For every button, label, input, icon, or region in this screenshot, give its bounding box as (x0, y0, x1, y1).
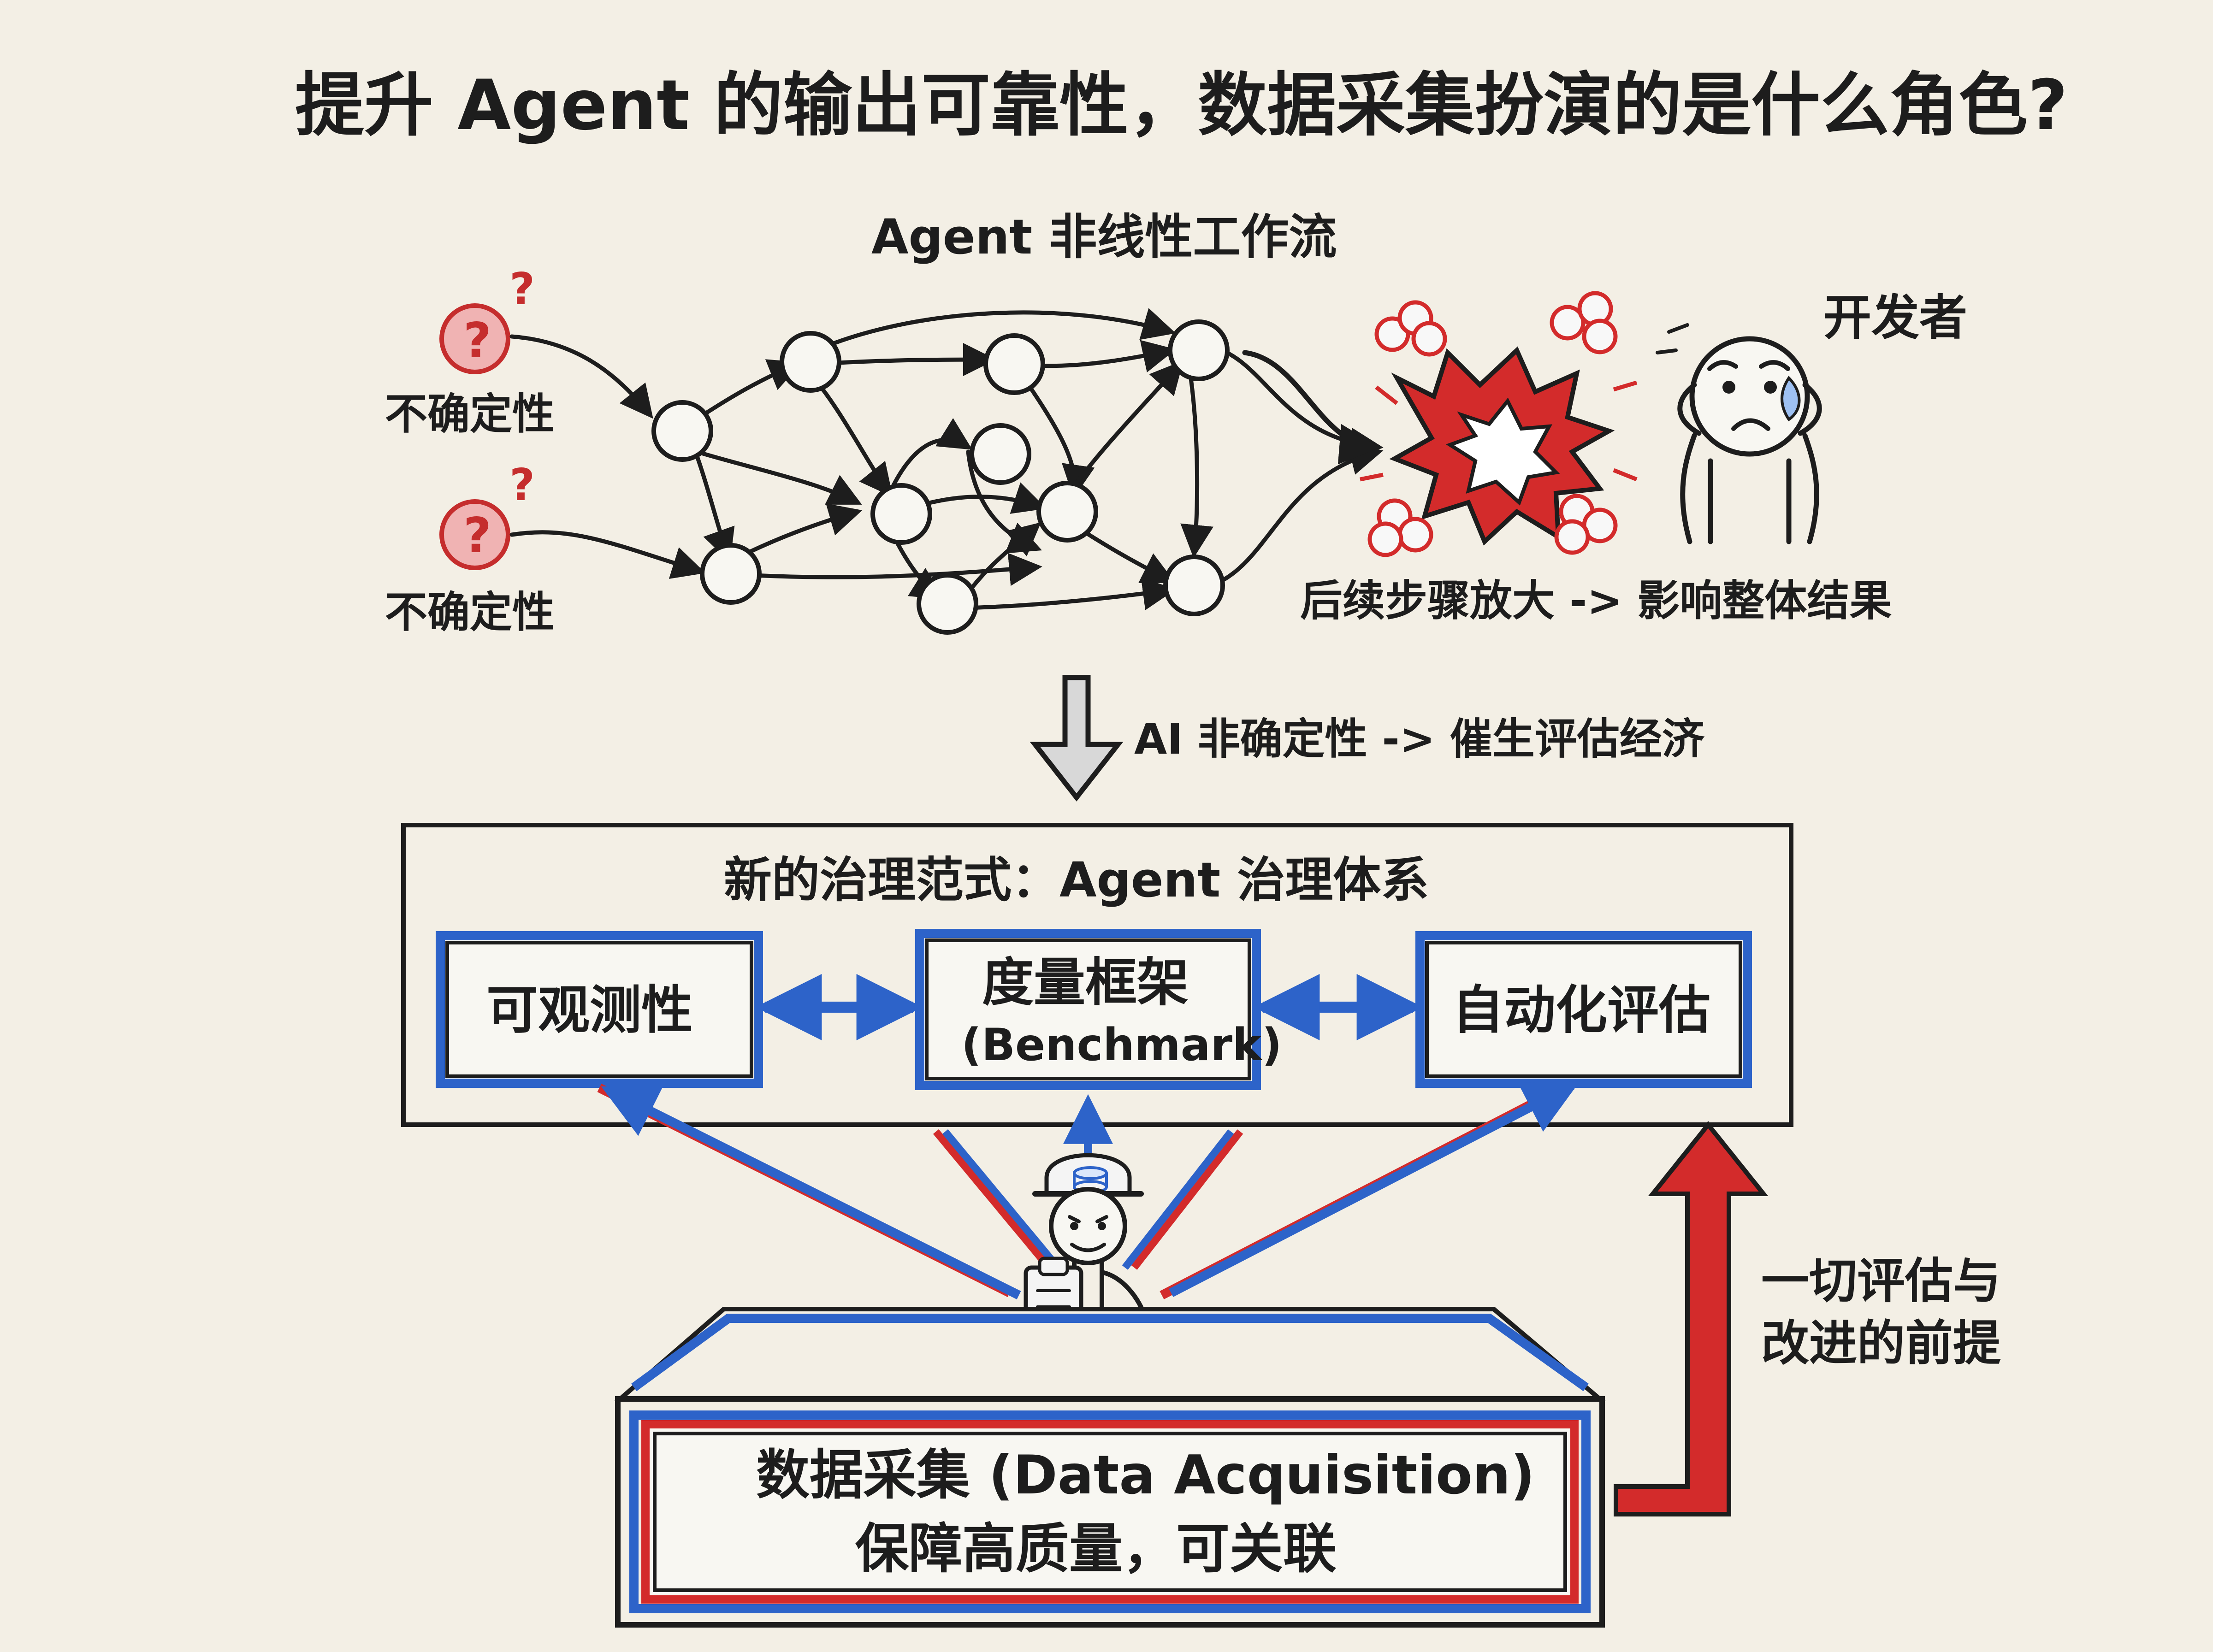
side-note-line1: 一切评估与 (1761, 1253, 2001, 1309)
support-rays (597, 1081, 1580, 1299)
metrics-label-line1: 度量框架 (982, 953, 1189, 1013)
governance-section: 新的治理范式：Agent 治理体系 可观测性 度量框架 (Benchmark) … (401, 823, 1793, 1127)
workflow-node (1168, 319, 1230, 381)
question-mark-icon: ? (509, 264, 535, 315)
uncertainty-label-bottom: 不确定性 (385, 588, 555, 637)
governance-title: 新的治理范式：Agent 治理体系 (724, 852, 1429, 908)
uncertainty-marker-top: ? ? 不确定性 (385, 264, 555, 439)
workflow-node (780, 331, 841, 393)
metrics-label-line2: (Benchmark) (961, 1019, 1282, 1071)
evaluation-label: 自动化评估 (1452, 980, 1710, 1040)
workflow-node (870, 483, 932, 545)
workflow-title: Agent 非线性工作流 (871, 209, 1337, 265)
developer-label: 开发者 (1823, 289, 1967, 346)
observability-label: 可观测性 (486, 980, 693, 1040)
question-mark-icon: ? (463, 313, 491, 369)
workflow-node (700, 543, 762, 605)
workflow-node (1036, 481, 1098, 543)
workflow-node (983, 333, 1045, 395)
foundation-subtitle: 保障高质量，可关联 (855, 1518, 1337, 1580)
foundation-section: 数据采集 (Data Acquisition) 保障高质量，可关联 (614, 1307, 1606, 1628)
question-mark-icon: ? (509, 460, 535, 511)
workflow-edges (509, 308, 1384, 611)
workflow-node (917, 573, 978, 635)
workflow-section: Agent 非线性工作流 ? ? 不确定性 ? ? 不确定性 (385, 209, 1967, 637)
workflow-node (1163, 555, 1225, 616)
explosion-caption: 后续步骤放大 -> 影响整体结果 (1300, 576, 1892, 625)
transition-caption: AI 非确定性 -> 催生评估经济 (1134, 714, 1705, 764)
workflow-node (651, 400, 713, 462)
workflow-output-arrow (1242, 350, 1380, 465)
developer-icon (1656, 323, 1822, 544)
explosion-icon (1360, 291, 1638, 557)
question-mark-icon: ? (463, 507, 491, 564)
page-title: 提升 Agent 的输出可靠性，数据采集扮演的是什么角色? (295, 65, 2068, 146)
workflow-node (970, 423, 1031, 485)
uncertainty-marker-bottom: ? ? 不确定性 (385, 460, 555, 637)
metrics-box (915, 929, 1261, 1090)
evaluation-box (1415, 931, 1752, 1088)
uncertainty-label-top: 不确定性 (385, 389, 555, 439)
foundation-title: 数据采集 (Data Acquisition) (756, 1444, 1535, 1506)
down-arrow-icon (1030, 675, 1124, 802)
side-note-line2: 改进的前提 (1761, 1315, 2001, 1371)
transition-section: AI 非确定性 -> 催生评估经济 (1030, 675, 1705, 802)
foundation-inner-box (641, 1420, 1579, 1604)
workflow-nodes (651, 319, 1230, 635)
feedback-arrow (1614, 1121, 1769, 1516)
